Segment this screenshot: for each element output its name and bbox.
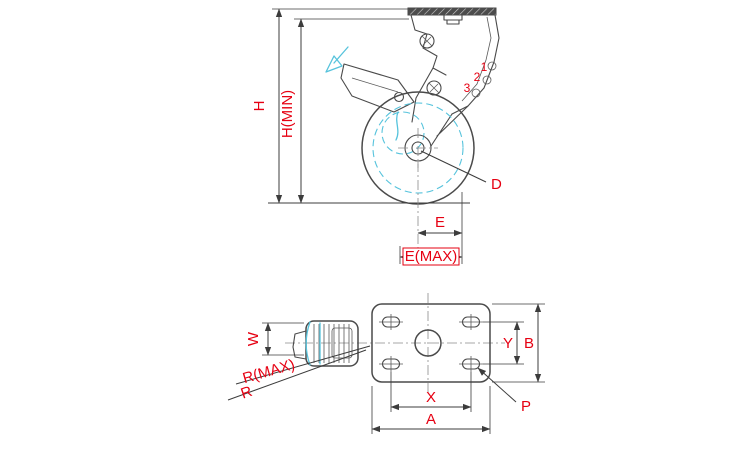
- brake-drum-accent: [381, 111, 425, 155]
- leader-line: [477, 367, 517, 403]
- dim-e-max: E(MAX): [399, 246, 463, 266]
- dim-label-d: D: [491, 176, 502, 193]
- swivel-bracket-inner-line: [461, 16, 492, 102]
- dim-p: P: [477, 367, 531, 415]
- bolt-slots: [379, 314, 483, 372]
- dim-label-b: B: [524, 335, 534, 352]
- plan-view: W R(MAX) R X A Y: [227, 293, 545, 434]
- dim-label-p: P: [521, 398, 531, 415]
- bolt-head-icon: [419, 33, 435, 49]
- dim-x: X: [390, 372, 472, 412]
- dim-label-a: A: [426, 411, 436, 428]
- brake-pedal-front: [292, 330, 307, 360]
- leader-line: [235, 345, 371, 385]
- bracket-bolts: [471, 61, 497, 98]
- dim-label-r: R: [239, 383, 255, 403]
- dim-label-e-max: E(MAX): [405, 248, 458, 265]
- swivel-bolts: [419, 33, 442, 96]
- part-numbers: 1 2 3: [464, 60, 488, 95]
- dim-label-h: H: [251, 101, 268, 112]
- slot-centermark: [459, 356, 483, 372]
- bolt-3-icon: [471, 88, 481, 98]
- dim-label-w: W: [245, 331, 262, 346]
- slot-centermark: [379, 314, 403, 330]
- dim-h: H: [251, 8, 410, 204]
- wheel-accent-arc: [305, 321, 311, 366]
- part-number-1: 1: [481, 60, 488, 74]
- dim-b: B: [492, 303, 545, 383]
- dim-label-r-max: R(MAX): [241, 356, 297, 387]
- leader-line: [420, 150, 487, 183]
- dim-w: W: [245, 322, 304, 356]
- brake-housing: [331, 327, 353, 359]
- top-plate-side: [407, 7, 497, 16]
- top-plate-plan: [371, 303, 491, 383]
- brake-lever: [340, 63, 415, 113]
- tread-hatch: [313, 324, 350, 363]
- swivel-bracket-outline: [451, 14, 500, 115]
- part-number-2: 2: [474, 70, 481, 84]
- plate-centerlines: [285, 293, 505, 392]
- wheel-front-view: [292, 320, 359, 367]
- dim-label-box: [402, 247, 460, 266]
- side-view: 1 2 3 H H(MIN): [251, 7, 502, 266]
- dim-label-y: Y: [503, 335, 513, 352]
- pedal-press-direction-line: [333, 46, 349, 64]
- slot-centermark: [459, 314, 483, 330]
- fork-legs: [411, 67, 469, 147]
- leader-line: [227, 349, 367, 401]
- part-number-3: 3: [464, 81, 471, 95]
- dim-label-h-min: H(MIN): [279, 90, 296, 138]
- dim-d: D: [420, 150, 502, 193]
- dim-label-e: E: [435, 214, 445, 231]
- hub-centerlines: [398, 128, 438, 168]
- swivel-body-left-outline: [410, 14, 447, 76]
- extension-lines: [492, 303, 545, 383]
- kingpin-hole: [414, 329, 442, 357]
- bolt-hatch-line: [428, 82, 440, 94]
- dim-h-min: H(MIN): [279, 18, 409, 204]
- dim-label-x: X: [426, 389, 436, 406]
- bolt-2-icon: [482, 75, 492, 85]
- pedal-press-arrow-icon: [325, 55, 343, 73]
- dim-e: E: [417, 192, 463, 264]
- brake-spring-accent: [395, 111, 399, 141]
- brake-lever-inner-line: [351, 77, 399, 93]
- kingpin-nut: [443, 14, 463, 25]
- dim-y: Y: [483, 321, 524, 365]
- slot-centermark: [379, 356, 403, 372]
- bolt-hatch-line: [421, 35, 433, 47]
- bolt-1-icon: [487, 61, 497, 71]
- dim-a: A: [371, 386, 491, 434]
- bolt-head-icon: [426, 80, 442, 96]
